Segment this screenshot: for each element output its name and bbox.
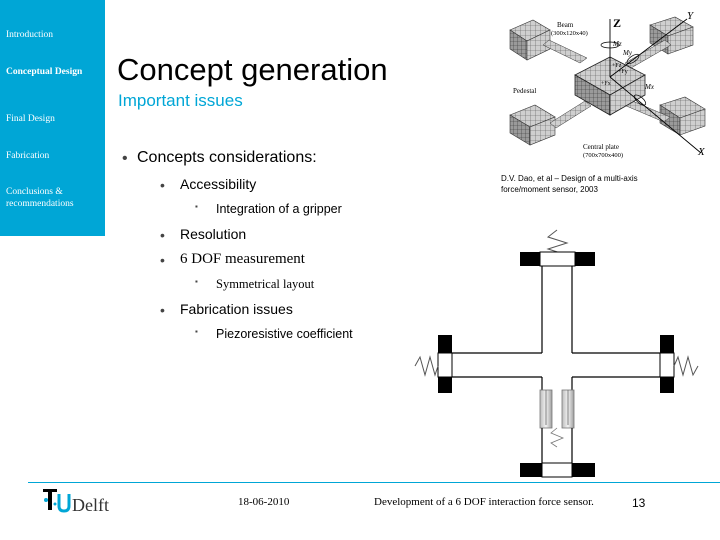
- bullet-concepts: Concepts considerations:: [137, 149, 317, 166]
- central-plate-label: Central plate: [583, 143, 619, 151]
- bullet-icon: •: [122, 150, 128, 167]
- fz-label: +Fz: [612, 63, 622, 69]
- slide-title: Concept generation: [117, 52, 388, 87]
- bullet-piezo: Piezoresistive coefficient: [216, 327, 353, 341]
- beam-dims-label: (300x120x40): [551, 30, 588, 37]
- my-label: My: [622, 49, 633, 57]
- sub-bullet-icon: ▪: [195, 327, 198, 336]
- bullet-symmetrical-layout: Symmetrical layout: [216, 277, 315, 291]
- bullet-icon: •: [160, 227, 165, 243]
- fy-label: +Fy: [618, 69, 628, 75]
- axis-x-label: X: [697, 146, 706, 158]
- bullet-dof: 6 DOF measurement: [180, 251, 305, 267]
- footer-date: 18-06-2010: [238, 496, 290, 508]
- nav-item-conceptual-design[interactable]: Conceptual Design: [6, 67, 83, 77]
- bullet-accessibility: Accessibility: [180, 176, 257, 192]
- nav-item-fabrication[interactable]: Fabrication: [6, 151, 50, 161]
- bullet-resolution: Resolution: [180, 226, 247, 242]
- pedestal-top-left: [509, 19, 551, 61]
- mx-label: Mx: [644, 83, 655, 91]
- mz-label: Mz: [612, 40, 622, 48]
- sub-bullet-icon: ▪: [195, 202, 198, 211]
- central-plate-dims-label: (700x700x400): [583, 152, 623, 159]
- axis-y-label: Y: [687, 10, 695, 22]
- page-number: 13: [632, 496, 646, 510]
- slide-subtitle: Important issues: [118, 91, 243, 110]
- pedestal-label: Pedestal: [513, 87, 536, 95]
- nav-item-final-design[interactable]: Final Design: [6, 114, 55, 124]
- axis-z-label: Z: [613, 16, 621, 30]
- footer-divider: [28, 482, 720, 483]
- sensor-3d-figure: Z Y X Mz My Mx +Fz +Fy +Fx Beam (300x120…: [509, 10, 706, 159]
- bullet-fabrication-issues: Fabrication issues: [180, 301, 293, 317]
- bullet-icon: •: [160, 302, 165, 318]
- bullet-icon: •: [160, 177, 165, 193]
- nav-item-introduction[interactable]: Introduction: [6, 30, 53, 40]
- pedestal-bottom-left: [509, 104, 556, 146]
- sensor-schematic-figure: [414, 229, 699, 478]
- bullet-gripper: Integration of a gripper: [216, 202, 342, 216]
- section-navigation: Introduction Conceptual Design Final Des…: [0, 0, 105, 236]
- svg-text:Delft: Delft: [72, 495, 109, 515]
- tudelft-logo: Delft: [43, 489, 109, 515]
- fx-label: +Fx: [601, 81, 611, 87]
- nav-item-conclusions[interactable]: Conclusions & recommendations: [6, 187, 74, 209]
- footer-presentation-title: Development of a 6 DOF interaction force…: [374, 496, 594, 508]
- pedestal-top-right: [649, 16, 694, 55]
- figure-credit: D.V. Dao, et al – Design of a multi-axis…: [501, 174, 638, 194]
- sub-bullet-icon: ▪: [195, 277, 198, 286]
- beam-label: Beam: [557, 21, 574, 29]
- bullet-icon: •: [160, 252, 165, 268]
- pedestal-bottom-right: [659, 96, 706, 136]
